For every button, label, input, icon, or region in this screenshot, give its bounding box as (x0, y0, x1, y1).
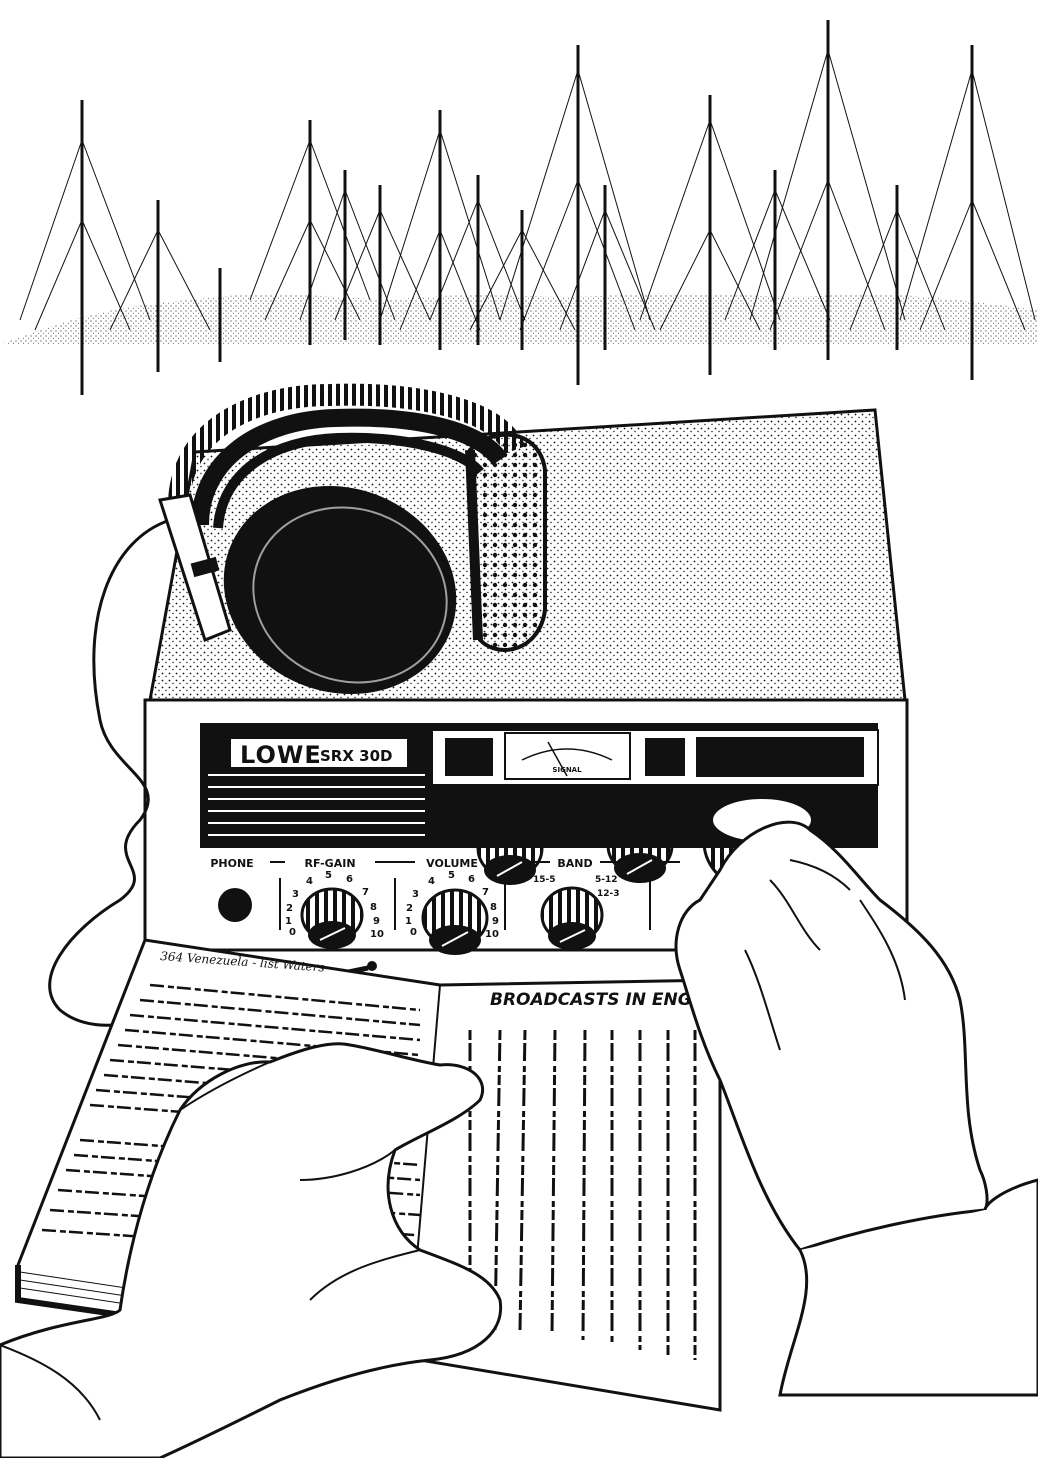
svg-text:10: 10 (370, 929, 384, 940)
svg-text:12-3: 12-3 (597, 889, 620, 899)
window-left (445, 738, 493, 776)
volume-label: VOLUME (426, 857, 478, 870)
tune-label: MHz - TUNE (475, 798, 541, 809)
phone-label: PHONE (210, 857, 253, 870)
svg-text:15-5: 15-5 (533, 875, 556, 885)
svg-text:6: 6 (346, 874, 353, 885)
antenna-field (0, 20, 1038, 395)
svg-text:0: 0 (410, 927, 417, 938)
svg-text:2: 2 (286, 903, 293, 914)
meter-label: SIGNAL (552, 766, 582, 774)
svg-text:9: 9 (373, 916, 380, 927)
speaker-grille (208, 774, 425, 836)
svg-text:7: 7 (482, 887, 489, 898)
svg-text:5-12: 5-12 (595, 875, 618, 885)
headphones (48, 383, 547, 1027)
volume-knob[interactable] (421, 888, 489, 955)
brand-logo: LOWE (240, 741, 322, 769)
svg-text:5: 5 (325, 870, 332, 881)
svg-text:9: 9 (492, 916, 499, 927)
frequency-readout: 15.582 (722, 740, 838, 778)
frequency-display (694, 735, 866, 779)
svg-text:1: 1 (405, 916, 412, 927)
preselector-label: PRE-SELECTOR (598, 798, 682, 809)
right-earcup (467, 432, 547, 652)
freq-unit-label: KHz (838, 799, 858, 809)
phone-jack (218, 888, 252, 922)
model-name: SRX 30D (320, 747, 392, 765)
svg-text:0: 0 (289, 927, 296, 938)
band-knob[interactable] (540, 886, 604, 950)
svg-text:8: 8 (490, 902, 497, 913)
signal-meter (504, 732, 631, 780)
book-heading: BROADCASTS IN ENGLISH (490, 990, 735, 1010)
preselector-knob[interactable] (606, 813, 674, 883)
svg-text:6: 6 (468, 874, 475, 885)
hills (0, 293, 1038, 345)
brand-plate (229, 737, 409, 769)
window-mid (645, 738, 685, 776)
svg-text:8: 8 (370, 902, 377, 913)
volume-scale: 3 4 5 6 7 8 9 10 2 1 0 (405, 870, 499, 940)
svg-text:1: 1 (285, 916, 292, 927)
rfgain-label: RF-GAIN (304, 857, 355, 870)
svg-text:7: 7 (362, 887, 369, 898)
svg-text:10: 10 (485, 929, 499, 940)
svg-text:3: 3 (412, 889, 419, 900)
right-hand (674, 820, 1038, 1397)
svg-text:4: 4 (306, 876, 313, 887)
svg-text:5: 5 (448, 870, 455, 881)
band-marks: 15-5 5-12 12-3 (533, 875, 620, 899)
rfgain-scale: 3 4 5 6 7 8 9 10 2 1 0 (285, 870, 384, 940)
tune-knob[interactable] (476, 816, 544, 885)
band-label: BAND (557, 857, 592, 870)
svg-text:2: 2 (406, 903, 413, 914)
svg-text:4: 4 (428, 876, 435, 887)
rfgain-knob[interactable] (300, 887, 364, 949)
left-hand (0, 1042, 503, 1458)
meter-needle (547, 741, 568, 777)
svg-text:3: 3 (292, 889, 299, 900)
headphone-cable (48, 518, 171, 1027)
